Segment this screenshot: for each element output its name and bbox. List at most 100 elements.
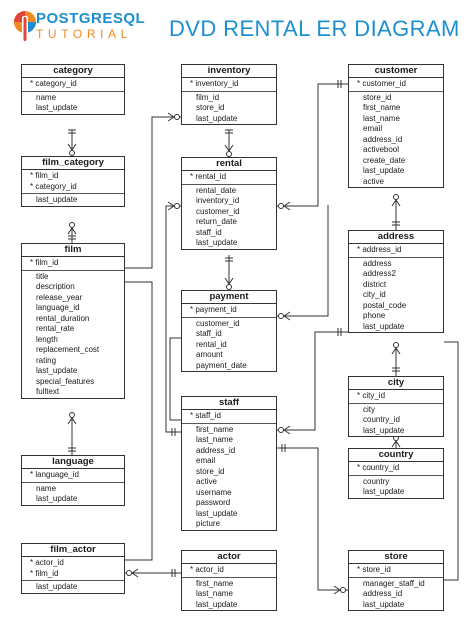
cardinality-zero-marker (174, 203, 180, 209)
column: create_date (363, 155, 406, 165)
key-column: * store_id (357, 565, 391, 574)
column: active (363, 176, 384, 186)
column: last_update (36, 195, 78, 204)
column: email (363, 124, 383, 133)
diagram-title: DVD RENTAL ER DIAGRAM (169, 16, 460, 41)
key-column: * inventory_id (190, 79, 239, 88)
column: country_id (363, 415, 400, 424)
column: first_name (363, 103, 401, 112)
column: district (363, 279, 387, 289)
column: last_update (36, 494, 78, 503)
column: name (36, 92, 57, 102)
rel-staff-address (277, 331, 348, 431)
key-columns: * film_id* category_id (22, 170, 124, 194)
column: last_update (36, 103, 78, 112)
cardinality-zero-marker (278, 313, 284, 319)
rel-store-address (444, 341, 459, 581)
table-name: country (349, 449, 443, 462)
rel-rental-staff (165, 205, 181, 433)
key-columns: * country_id (349, 462, 443, 476)
column: length (36, 334, 58, 344)
postgresql-tutorial-logo (13, 11, 36, 42)
cardinality-zero-marker (226, 151, 232, 157)
cardinality-many-marker (224, 277, 234, 285)
cardinality-zero-marker (69, 412, 75, 418)
cardinality-many-marker (67, 227, 77, 235)
cardinality-many-marker (167, 201, 175, 211)
table-name: staff (182, 397, 276, 410)
table-name: inventory (182, 65, 276, 78)
column: first_name (196, 578, 234, 588)
rel-film-inventory (125, 116, 181, 269)
column: country (363, 476, 390, 486)
key-column: * language_id (30, 470, 79, 479)
column: email (196, 456, 216, 465)
rel-staff-store (277, 447, 348, 591)
column: last_name (363, 113, 400, 123)
cardinality-zero-marker (340, 587, 346, 593)
columns: last_update (22, 581, 124, 593)
key-columns: * payment_id (182, 304, 276, 318)
column: manager_staff_id (363, 578, 425, 588)
cardinality-zero-marker (393, 342, 399, 348)
column: last_update (363, 166, 405, 175)
column: address_id (363, 134, 403, 144)
column: rental_date (196, 185, 237, 195)
column: title (36, 271, 49, 281)
column: release_year (36, 292, 83, 302)
column: username (196, 487, 232, 497)
key-columns: * inventory_id (182, 78, 276, 92)
column: customer_id (196, 206, 240, 216)
cardinality-many-marker (391, 440, 401, 448)
column: staff_id (196, 329, 222, 338)
column: store_id (196, 103, 225, 112)
column: rental_rate (36, 324, 75, 333)
key-column: * category_id (30, 79, 77, 88)
column: last_update (196, 599, 238, 609)
cardinality-many-marker (283, 425, 291, 435)
column: address_id (196, 445, 236, 455)
column: postal_code (363, 300, 407, 310)
column: activebool (363, 145, 400, 154)
key-column: * actor_id (190, 565, 224, 574)
cardinality-zero-marker (226, 284, 232, 290)
cardinality-zero-marker (69, 150, 75, 156)
column: replacement_cost (36, 345, 100, 354)
table-name: store (349, 551, 443, 564)
cardinality-many-marker (391, 199, 401, 207)
column: name (36, 483, 57, 493)
table-name: category (22, 65, 124, 78)
column: film_id (196, 92, 220, 102)
cardinality-many-marker (333, 585, 341, 595)
column: last_update (36, 582, 78, 591)
key-column: * country_id (357, 463, 400, 472)
cardinality-many-marker (67, 143, 77, 151)
key-column: * film_id (30, 258, 59, 267)
cardinality-many-marker (283, 201, 291, 211)
key-column: * staff_id (190, 411, 221, 420)
rel-payment-staff (169, 337, 181, 421)
column: city (363, 404, 375, 414)
key-column: * address_id (357, 245, 402, 254)
key-columns: * address_id (349, 244, 443, 258)
column: last_update (36, 366, 78, 375)
column: amount (196, 350, 223, 359)
column: last_update (196, 238, 238, 247)
cardinality-zero-marker (69, 222, 75, 228)
cardinality-zero-marker (126, 570, 132, 576)
column: city_id (363, 290, 386, 299)
column: last_name (196, 435, 233, 444)
key-columns: * category_id (22, 78, 124, 92)
